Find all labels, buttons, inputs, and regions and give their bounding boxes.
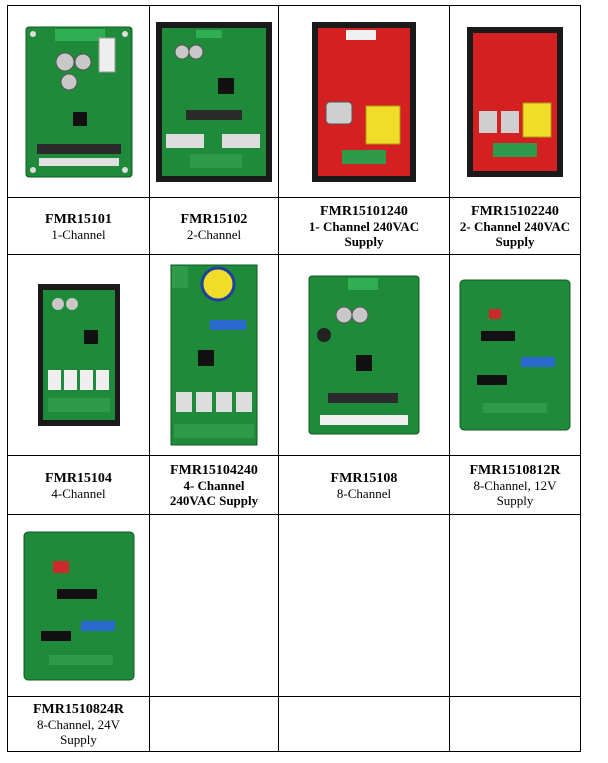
product-label: FMR15108 8-Channel	[278, 455, 450, 515]
product-image-cell	[449, 5, 581, 198]
image-row-2	[7, 254, 581, 456]
channel-description: 4-Channel	[51, 485, 106, 501]
channel-description: 2-Channel	[186, 226, 242, 242]
product-label: FMR15101240 1- Channel 240VAC Supply	[278, 197, 450, 255]
pcb-board-image	[308, 275, 420, 435]
empty-cell	[278, 696, 450, 752]
label-row-3: FMR1510824R 8-Channel, 24V Supply	[7, 696, 581, 752]
pcb-board-image	[156, 21, 272, 182]
empty-cell	[149, 696, 279, 752]
pcb-board-image	[37, 284, 120, 426]
pcb-board-image	[467, 26, 563, 177]
model-number: FMR15104	[45, 470, 112, 486]
supply-description: Supply	[495, 234, 535, 249]
product-label: FMR15104240 4- Channel 240VAC Supply	[149, 455, 279, 515]
image-row-1	[7, 5, 581, 198]
model-number: FMR15102240	[471, 204, 559, 219]
model-number: FMR15108	[330, 470, 398, 486]
pcb-board-image	[170, 264, 258, 446]
empty-cell	[449, 696, 581, 752]
model-number: FMR15101	[45, 211, 112, 227]
pcb-board-image	[25, 26, 133, 178]
channel-description: 1- Channel 240VAC	[308, 219, 420, 234]
supply-description: Supply	[496, 493, 534, 508]
product-label: FMR15102240 2- Channel 240VAC Supply	[449, 197, 581, 255]
product-image-cell	[7, 254, 150, 456]
model-number: FMR15102	[180, 211, 248, 227]
model-number: FMR1510812R	[469, 463, 561, 478]
product-image-cell	[278, 254, 450, 456]
empty-cell	[449, 514, 581, 697]
pcb-board-image	[312, 21, 416, 182]
product-image-cell	[149, 5, 279, 198]
product-label: FMR15102 2-Channel	[149, 197, 279, 255]
supply-description: Supply	[60, 732, 97, 747]
model-number: FMR15101240	[320, 204, 408, 219]
product-label: FMR1510812R 8-Channel, 12V Supply	[449, 455, 581, 515]
product-image-cell	[7, 514, 150, 697]
label-row-2: FMR15104 4-Channel FMR15104240 4- Channe…	[7, 455, 581, 515]
empty-cell	[149, 514, 279, 697]
product-table: FMR15101 1-Channel FMR15102 2-Channel FM…	[7, 5, 581, 752]
model-number: FMR15104240	[170, 463, 258, 478]
channel-description: 8-Channel, 12V	[473, 478, 557, 493]
empty-cell	[278, 514, 450, 697]
channel-description: 8-Channel, 24V	[36, 717, 121, 732]
product-image-cell	[149, 254, 279, 456]
channel-description: 8-Channel	[336, 485, 392, 501]
product-label: FMR1510824R 8-Channel, 24V Supply	[7, 696, 150, 752]
product-label: FMR15104 4-Channel	[7, 455, 150, 515]
model-number: FMR1510824R	[33, 702, 124, 717]
channel-description: 4- Channel	[183, 478, 245, 493]
pcb-board-image	[459, 279, 571, 431]
product-image-cell	[7, 5, 150, 198]
image-row-3	[7, 514, 581, 697]
channel-description: 2- Channel 240VAC	[459, 219, 571, 234]
supply-description: 240VAC Supply	[169, 493, 259, 508]
supply-description: Supply	[344, 234, 384, 249]
label-row-1: FMR15101 1-Channel FMR15102 2-Channel FM…	[7, 197, 581, 255]
product-image-cell	[449, 254, 581, 456]
channel-description: 1-Channel	[51, 226, 106, 242]
pcb-board-image	[23, 531, 135, 681]
product-label: FMR15101 1-Channel	[7, 197, 150, 255]
product-image-cell	[278, 5, 450, 198]
